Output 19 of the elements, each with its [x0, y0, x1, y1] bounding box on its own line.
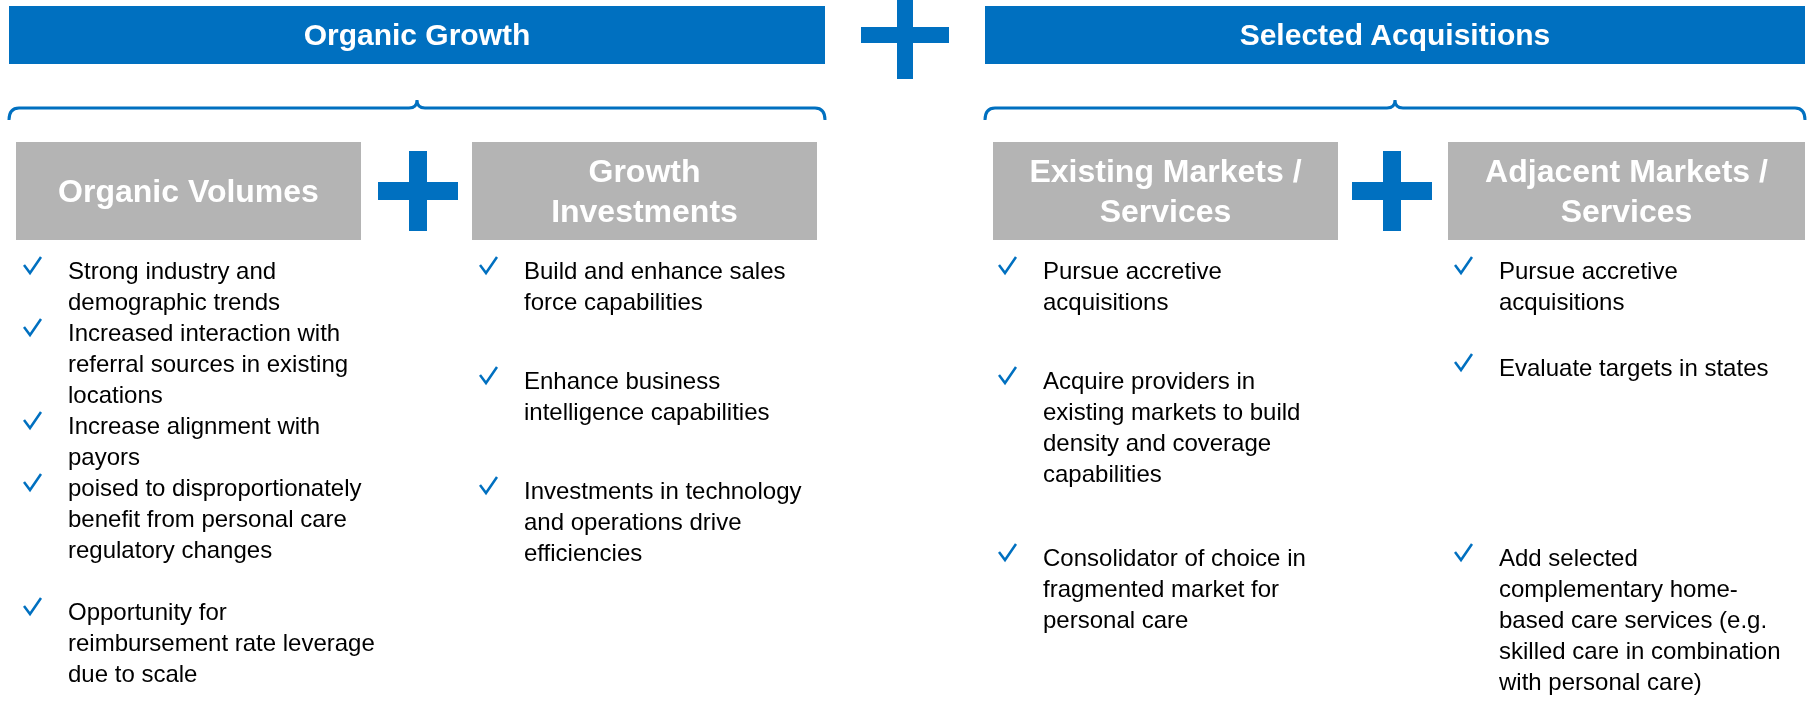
- bullet-text: Increased interaction with referral sources in existing locations: [68, 318, 350, 410]
- bullet-text: Evaluate targets in states: [1499, 353, 1770, 383]
- bullet-text: Investments in technology and operations drive efficiencies: [524, 476, 803, 568]
- category-box: Adjacent Markets / Services: [1448, 142, 1805, 240]
- bullet-text: Pursue accretive acquisitions: [1043, 256, 1223, 317]
- bullet-text: Strong industry and demographic trends: [68, 256, 282, 317]
- section-header: Selected Acquisitions: [985, 6, 1805, 64]
- category-box: Growth Investments: [472, 142, 817, 240]
- category-box: Existing Markets / Services: [993, 142, 1338, 240]
- bullet-text: Add selected complementary home-based care services (e.g. skilled care in combination with personal care): [1499, 543, 1782, 697]
- bullet-text: Enhance business intelligence capabilities: [524, 366, 771, 427]
- bullet-text: Acquire providers in existing markets to build density and coverage capabilities: [1043, 366, 1302, 489]
- bullet-text: Pursue accretive acquisitions: [1499, 256, 1679, 317]
- category-box: Organic Volumes: [16, 142, 361, 240]
- bullet-text: Build and enhance sales force capabilities: [524, 256, 787, 317]
- bullet-text: Opportunity for reimbursement rate leverage due to scale: [68, 597, 376, 689]
- section-header: Organic Growth: [9, 6, 825, 64]
- bullet-text: Consolidator of choice in fragmented market for personal care: [1043, 543, 1307, 635]
- bullet-text: poised to disproportionately benefit from personal care regulatory changes: [68, 473, 363, 565]
